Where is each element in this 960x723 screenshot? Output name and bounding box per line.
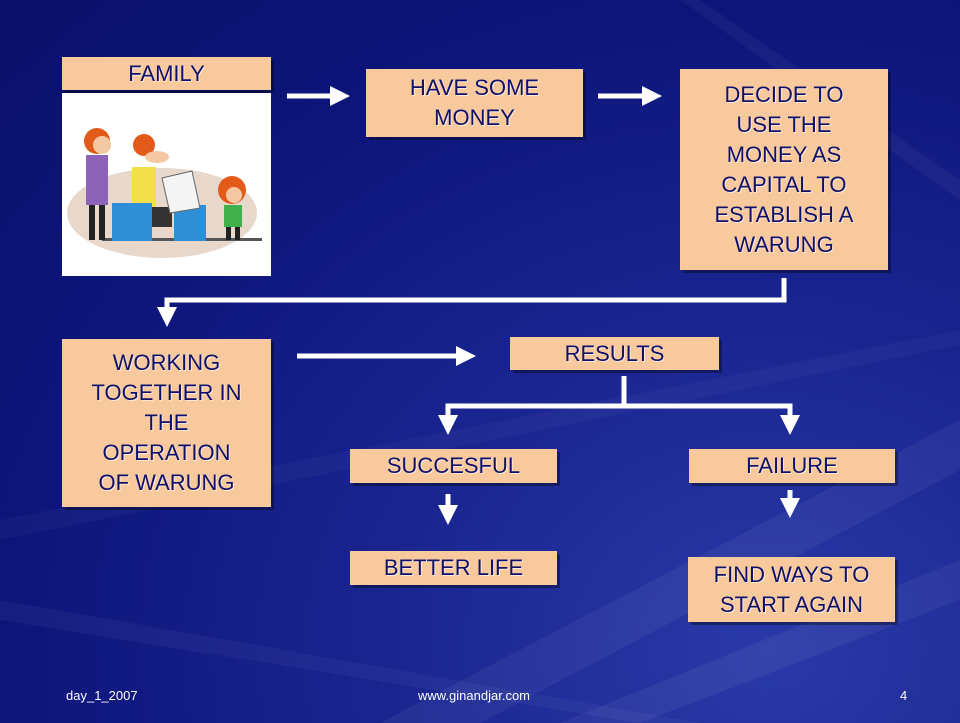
have-some-money-box: HAVE SOME MONEY <box>366 69 583 137</box>
failure-box: FAILURE <box>689 449 895 483</box>
better-life-label: BETTER LIFE <box>383 555 524 580</box>
family-box: FAMILY <box>62 57 271 90</box>
family-picture <box>62 93 271 276</box>
find-ways-label: FIND WAYS TO START AGAIN <box>713 561 870 617</box>
find-ways-box: FIND WAYS TO START AGAIN <box>688 557 895 622</box>
cartoon-family-illustration <box>67 128 262 258</box>
footer-website: www.ginandjar.com <box>418 688 530 703</box>
better-life-box: BETTER LIFE <box>350 551 557 585</box>
failure-label: FAILURE <box>746 453 838 478</box>
have-some-money-label: HAVE SOME MONEY <box>409 75 540 130</box>
results-label: RESULTS <box>564 340 665 366</box>
results-box: RESULTS <box>510 337 719 370</box>
succesful-label: SUCCESFUL <box>386 453 521 478</box>
succesful-box: SUCCESFUL <box>350 449 557 483</box>
decide-box: DECIDE TO USE THE MONEY AS CAPITAL TO ES… <box>680 69 888 270</box>
footer-page-number: 4 <box>900 688 908 703</box>
decide-label: DECIDE TO USE THE MONEY AS CAPITAL TO ES… <box>714 81 854 257</box>
working-together-box: WORKING TOGETHER IN THE OPERATION OF WAR… <box>62 339 271 507</box>
footer-date: day_1_2007 <box>66 688 138 703</box>
working-together-label: WORKING TOGETHER IN THE OPERATION OF WAR… <box>91 350 242 495</box>
family-label: FAMILY <box>128 60 205 86</box>
